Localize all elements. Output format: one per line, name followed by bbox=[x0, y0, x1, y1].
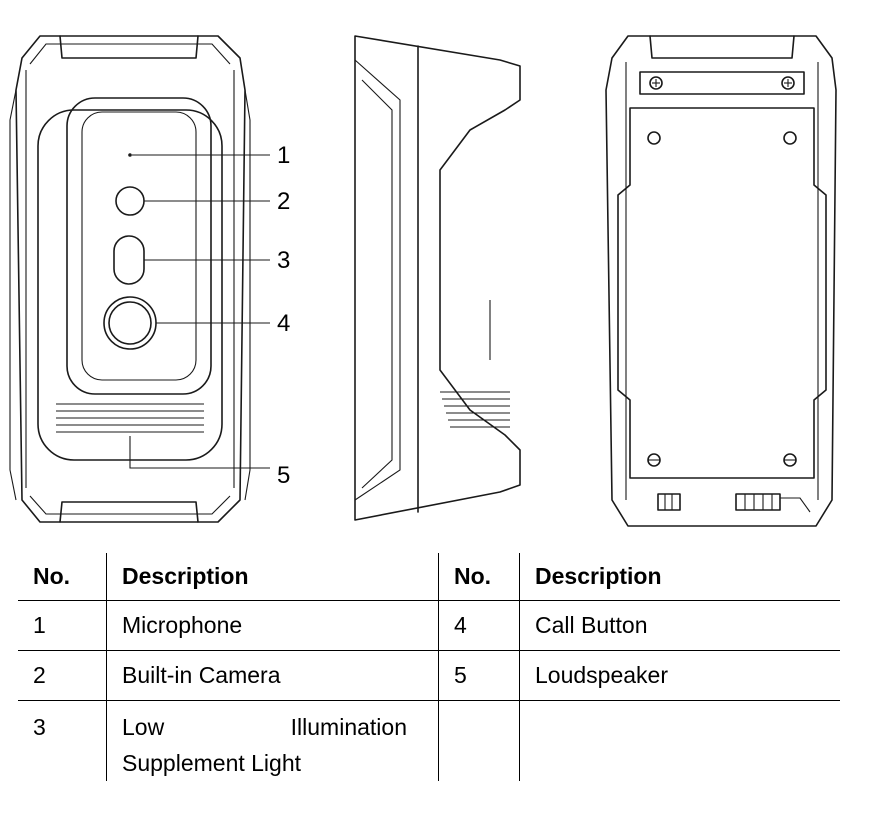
description-line-1: Low Illumination bbox=[122, 709, 407, 745]
side-view bbox=[354, 35, 521, 521]
product-diagram: 1 2 3 4 5 bbox=[9, 35, 837, 527]
cell-no: 1 bbox=[18, 600, 107, 651]
callout-4: 4 bbox=[277, 310, 290, 337]
cell-description: Microphone bbox=[106, 600, 439, 651]
header-no-right: No. bbox=[438, 553, 520, 601]
camera-lens bbox=[115, 186, 145, 216]
table-row: 3 Low Illumination Supplement Light bbox=[18, 700, 840, 781]
supplement-light bbox=[113, 235, 145, 285]
header-no-left: No. bbox=[18, 553, 107, 601]
cell-no bbox=[438, 700, 520, 781]
callout-3: 3 bbox=[277, 247, 290, 274]
table-row: 1 Microphone 4 Call Button bbox=[18, 600, 840, 651]
microphone-hole bbox=[128, 153, 132, 157]
cell-no: 5 bbox=[438, 650, 520, 701]
cell-no: 4 bbox=[438, 600, 520, 651]
callout-2: 2 bbox=[277, 188, 290, 215]
speaker-grille bbox=[56, 403, 204, 433]
cell-no: 2 bbox=[18, 650, 107, 701]
front-view: 1 2 3 4 5 bbox=[9, 35, 290, 523]
side-grille bbox=[440, 391, 510, 428]
component-table: No. Description No. Description 1 Microp… bbox=[18, 553, 840, 781]
header-description-right: Description bbox=[519, 553, 840, 601]
description-word: Low bbox=[122, 714, 165, 740]
rear-view bbox=[605, 35, 837, 527]
cell-description: Built-in Camera bbox=[106, 650, 439, 701]
callout-1: 1 bbox=[277, 142, 290, 169]
cell-no: 3 bbox=[33, 714, 46, 740]
table-header-row: No. Description No. Description bbox=[18, 553, 840, 601]
cell-description bbox=[519, 700, 840, 781]
cell-description: Call Button bbox=[519, 600, 840, 651]
cell-description: Loudspeaker bbox=[519, 650, 840, 701]
cell-description: Low Illumination Supplement Light bbox=[106, 700, 439, 781]
description-line-2: Supplement Light bbox=[122, 750, 302, 776]
table-row: 2 Built-in Camera 5 Loudspeaker bbox=[18, 650, 840, 701]
header-description-left: Description bbox=[106, 553, 439, 601]
callout-5: 5 bbox=[277, 462, 290, 489]
description-word: Illumination bbox=[290, 714, 407, 740]
